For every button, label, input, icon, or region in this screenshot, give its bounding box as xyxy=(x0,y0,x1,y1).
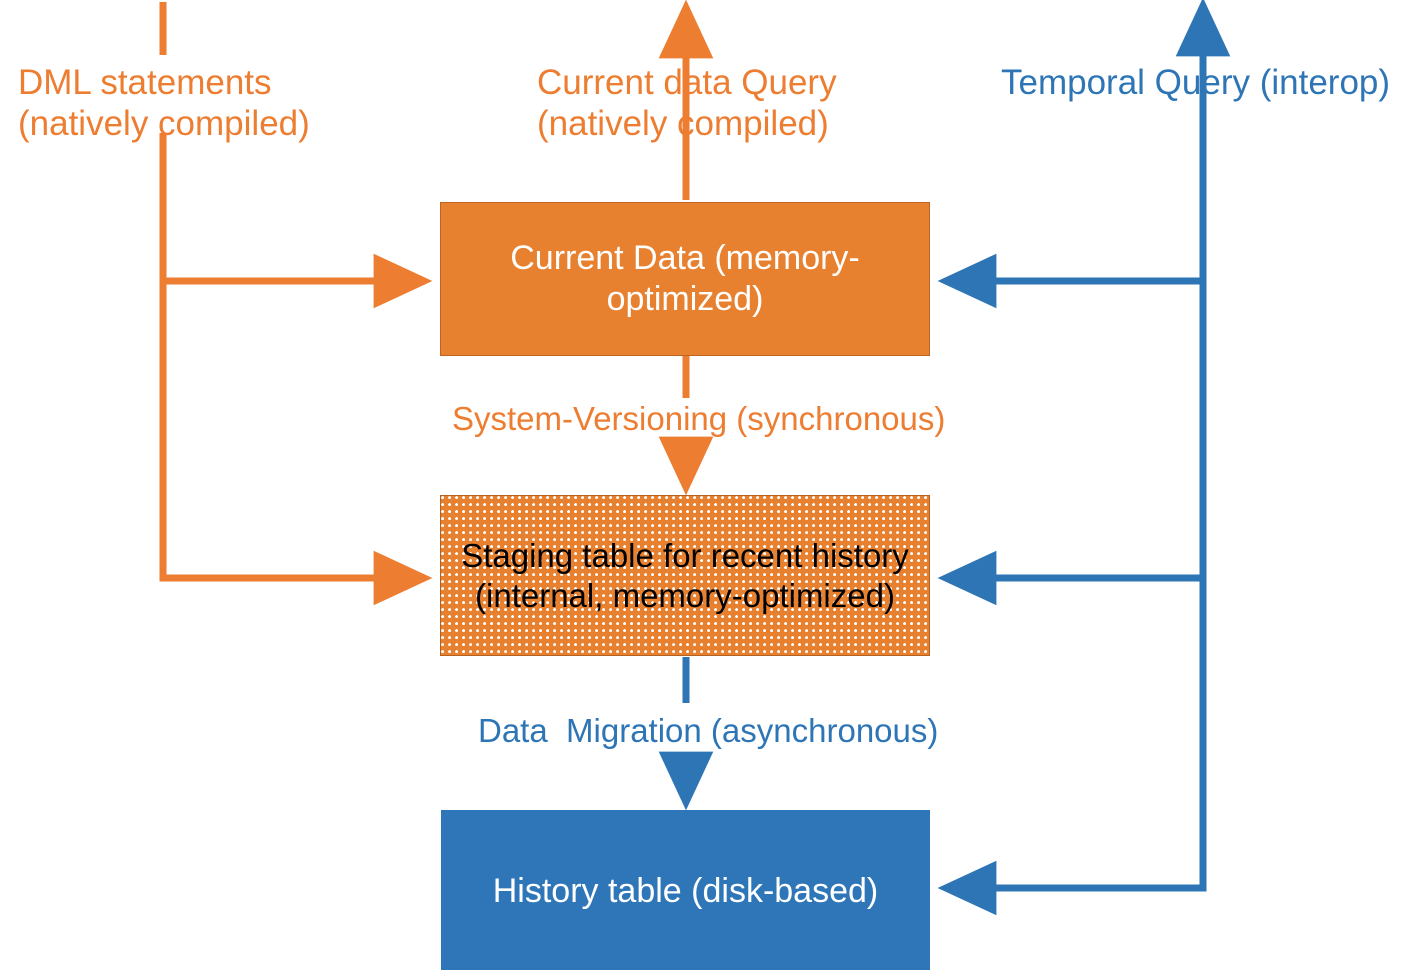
edge-temporal-to-staging-table xyxy=(937,281,1207,606)
label-current-data-query: Current data Query (natively compiled) xyxy=(537,63,837,144)
edge-temporal-to-history-table xyxy=(937,578,1207,916)
node-staging-table-label: Staging table for recent history (intern… xyxy=(461,536,909,614)
node-history-table-label: History table (disk-based) xyxy=(492,871,879,910)
edge-dml-to-staging-table xyxy=(159,281,433,606)
edge-dml-to-current-data xyxy=(159,133,433,309)
node-current-data[interactable]: Current Data (memory-optimized) xyxy=(440,202,930,356)
node-staging-table[interactable]: Staging table for recent history (intern… xyxy=(440,495,930,656)
label-system-versioning: System-Versioning (synchronous) xyxy=(452,400,946,437)
node-history-table[interactable]: History table (disk-based) xyxy=(441,810,930,970)
label-temporal-query: Temporal Query (interop) xyxy=(1001,63,1391,102)
label-data-migration: Data Migration (asynchronous) xyxy=(478,712,939,749)
label-dml-statements: DML statements (natively compiled) xyxy=(18,63,310,144)
node-current-data-label: Current Data (memory-optimized) xyxy=(510,239,860,318)
